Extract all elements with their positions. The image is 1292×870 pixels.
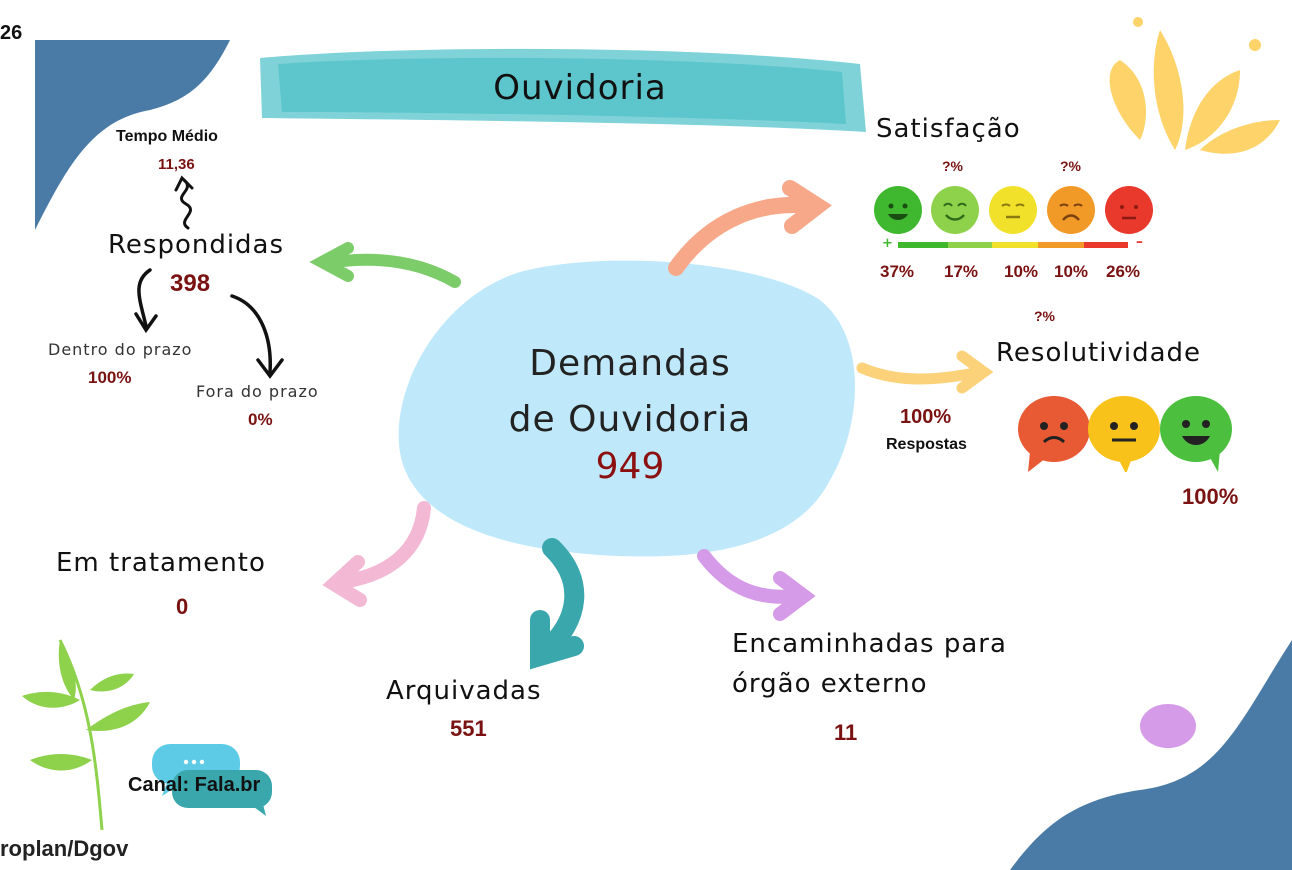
sat-pct-neutral: 10% — [1004, 262, 1039, 281]
speech-bubble-neutral-icon — [1088, 396, 1160, 474]
arrow-to-encaminhadas — [697, 549, 816, 621]
resolutividade-label: Resolutividade — [996, 338, 1202, 368]
face-very-sad-icon — [1105, 186, 1153, 234]
sat-bar-1 — [898, 242, 948, 248]
chat-bubbles-icon — [152, 744, 272, 816]
satisfacao-label: Satisfação — [876, 114, 1021, 144]
center-title: Demandas de Ouvidoria — [440, 336, 820, 448]
arrow-to-arquivadas — [530, 538, 585, 670]
center-title-line2: de Ouvidoria — [508, 399, 752, 440]
arquivadas-label: Arquivadas — [386, 676, 542, 706]
tempo-medio-label: Tempo Médio — [116, 128, 218, 145]
face-sad-icon — [1047, 186, 1095, 234]
arrow-to-respondidas — [309, 242, 461, 288]
squiggle-arrow-tempo-medio — [174, 175, 194, 230]
face-very-happy-icon — [874, 186, 922, 234]
sat-bar-5 — [1084, 242, 1128, 248]
respostas-label: Respostas — [886, 436, 967, 453]
respondidas-value: 398 — [170, 270, 211, 297]
face-neutral-icon — [989, 186, 1037, 234]
satisfacao-minus-sign: – — [1136, 234, 1143, 250]
encaminhadas-label: Encaminhadas para órgão externo — [732, 624, 1007, 704]
bottom-right-blue-shape — [1010, 640, 1292, 870]
satisfacao-plus-sign: + — [882, 236, 893, 251]
center-total: 949 — [595, 446, 665, 487]
respostas-value: 100% — [900, 406, 952, 428]
center-title-line1: Demandas — [529, 343, 731, 384]
arrow-to-resolutividade — [856, 350, 994, 394]
resolutividade-unknown: ?% — [1034, 308, 1055, 324]
encaminhadas-line1: Encaminhadas para — [732, 629, 1007, 659]
arrow-to-em-tratamento — [322, 501, 431, 607]
canal-label: Canal: Fala.br — [128, 774, 261, 796]
dentro-prazo-label: Dentro do prazo — [48, 340, 193, 359]
sat-bar-3 — [992, 242, 1038, 248]
satisfacao-unknown-1: ?% — [942, 158, 963, 174]
title-banner — [260, 48, 866, 132]
footer-text: roplan/Dgov — [0, 836, 129, 861]
dentro-prazo-value: 100% — [88, 368, 132, 387]
fora-prazo-label: Fora do prazo — [196, 382, 319, 401]
arrow-to-satisfacao — [668, 180, 832, 276]
em-tratamento-value: 0 — [176, 594, 189, 619]
corner-number: 26 — [0, 22, 23, 44]
arrow-to-dentro-prazo — [134, 268, 158, 334]
arquivadas-value: 551 — [450, 716, 487, 741]
fora-prazo-value: 0% — [248, 410, 273, 429]
purple-dot — [1140, 704, 1196, 748]
em-tratamento-label: Em tratamento — [56, 548, 266, 578]
respondidas-label: Respondidas — [108, 230, 285, 260]
sat-pct-very-happy: 37% — [880, 262, 915, 281]
center-blob — [398, 260, 855, 557]
encaminhadas-line2: órgão externo — [732, 669, 928, 699]
speech-bubble-sad-icon — [1018, 396, 1090, 472]
yellow-splash-decoration — [1109, 17, 1280, 154]
speech-bubble-happy-icon — [1160, 396, 1232, 472]
arrow-to-fora-prazo — [230, 294, 284, 379]
sat-pct-happy: 17% — [944, 262, 979, 281]
plant-decoration — [22, 639, 150, 831]
sat-pct-very-sad: 26% — [1106, 262, 1141, 281]
page-title: Ouvidoria — [493, 68, 667, 108]
tempo-medio-value: 11,36 — [158, 156, 195, 173]
encaminhadas-value: 11 — [834, 720, 858, 745]
sat-bar-2 — [948, 242, 992, 248]
satisfacao-unknown-2: ?% — [1060, 158, 1081, 174]
sat-pct-sad: 10% — [1054, 262, 1089, 281]
resolved-value: 100% — [1182, 484, 1239, 509]
top-left-blue-shape — [35, 40, 230, 230]
face-happy-icon — [931, 186, 979, 234]
sat-bar-4 — [1038, 242, 1084, 248]
